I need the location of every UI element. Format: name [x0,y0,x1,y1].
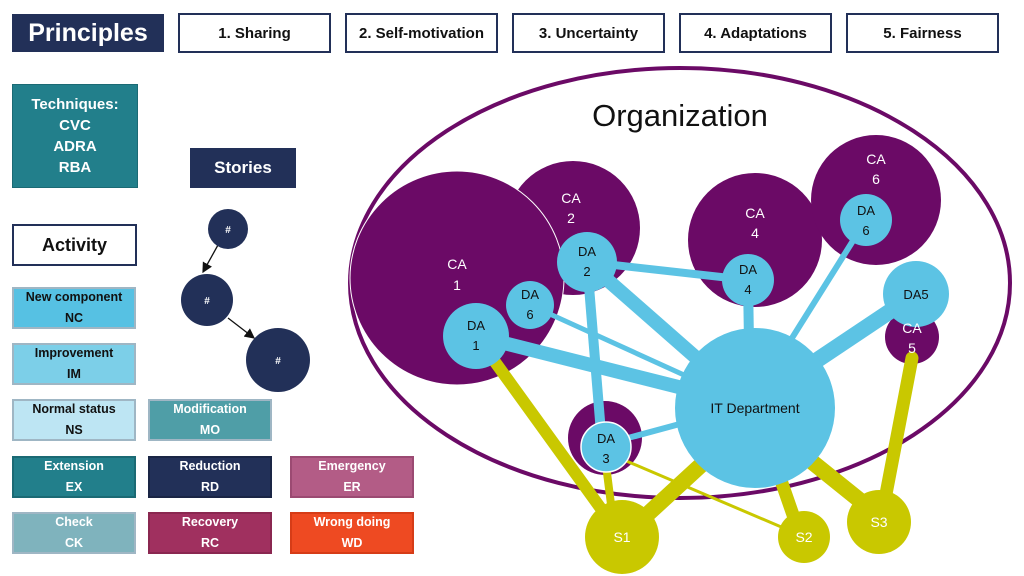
ca-6-label-a: CA [866,151,886,167]
ca-4-label-a: CA [745,205,765,221]
ca-labels: CA 1 CA 2 CA 4 CA 6 CA 5 [447,151,922,356]
ca-1-label-b: 1 [453,277,461,293]
stories-graph: # # # [181,209,310,392]
activity-name: Modification [173,402,247,416]
activity-name: Extension [44,459,104,473]
ca-2-label-b: 2 [567,210,575,226]
story-node[interactable] [181,274,233,326]
link-da1-s1 [484,349,626,541]
da-6b-label-b: 6 [862,223,869,238]
s2-circle[interactable] [778,511,830,563]
activity-code: RC [200,536,220,550]
it-department-circle[interactable] [675,328,835,488]
activity-name: Normal status [32,402,116,416]
activity-code: NS [65,423,83,437]
activity-reduction[interactable]: Reduction RD [148,456,272,498]
da-labels: DA 1 DA 6 DA 2 DA 4 DA 6 DA5 DA 3 [467,203,929,466]
ca-1-label-a: CA [447,256,467,272]
activity-code: NC [64,311,84,325]
it-department-label: IT Department [710,400,799,416]
activity-name: Check [55,515,93,529]
activity-code: RD [200,480,220,494]
story-arrow [202,244,219,274]
link-ca5-s3 [875,351,919,522]
da-4-label-a: DA [739,262,757,277]
da-6b-label-a: DA [857,203,875,218]
activity-name: Reduction [179,459,241,473]
activity-name: Wrong doing [313,515,391,529]
da-6-label-b: 6 [526,307,533,322]
activity-name: Recovery [181,515,239,529]
da-6-circle[interactable] [506,281,554,329]
da-1-label-a: DA [467,318,485,333]
da-5-circle[interactable] [883,261,949,327]
activity-modification[interactable]: Modification MO [148,399,272,441]
technique-rba: RBA [58,159,92,176]
techniques-title: Techniques: [31,96,119,113]
da-6-label-a: DA [521,287,539,302]
activity-check[interactable]: Check CK [12,512,136,554]
da-3-circle[interactable] [580,421,632,473]
da-2-circle[interactable] [557,232,617,292]
activity-emergency[interactable]: Emergency ER [290,456,414,498]
da-4-circle[interactable] [722,254,774,306]
activity-title: Activity [12,224,137,266]
activity-improvement[interactable]: Improvement IM [12,343,136,385]
activity-new-component[interactable]: New component NC [12,287,136,329]
activity-name: Emergency [318,459,386,473]
activity-recovery[interactable]: Recovery RC [148,512,272,554]
story-node[interactable] [208,209,248,249]
activity-normal-status[interactable]: Normal status NS [12,399,136,441]
s2-label: S2 [795,529,812,545]
principle-sharing[interactable]: 1. Sharing [178,13,331,53]
organization-label: Organization [592,98,768,133]
story-node[interactable] [246,328,310,392]
da-1-circle[interactable] [443,303,509,369]
activity-wrong-doing[interactable]: Wrong doing WD [290,512,414,554]
s3-label: S3 [870,514,887,530]
principle-fairness[interactable]: 5. Fairness [846,13,999,53]
techniques-panel: Techniques: CVC ADRA RBA [12,84,138,188]
principles-title: Principles [12,14,164,52]
story-node-label: # [225,225,231,236]
principle-adaptations[interactable]: 4. Adaptations [679,13,832,53]
story-node-label: # [275,356,281,367]
ca-5-label-a: CA [902,320,922,336]
ca-2-label-a: CA [561,190,581,206]
s3-circle[interactable] [847,490,911,554]
da-1-label-b: 1 [472,338,479,353]
story-node-label: # [204,296,210,307]
technique-adra: ADRA [53,138,97,155]
activity-code: CK [64,536,84,550]
s1-circle[interactable] [585,500,659,574]
ca-4-label-b: 4 [751,225,759,241]
activity-code: MO [199,423,221,437]
principle-self-motivation[interactable]: 2. Self-motivation [345,13,498,53]
principle-uncertainty[interactable]: 3. Uncertainty [512,13,665,53]
ca-5-label-b: 5 [908,340,916,356]
da-3-label-a: DA [597,431,615,446]
s1-label: S1 [613,529,630,545]
activity-name: Improvement [34,346,114,360]
activity-code: EX [65,480,83,494]
stakeholder-labels: S1 S2 S3 [613,514,887,545]
da-4-label-b: 4 [744,282,751,297]
technique-cvc: CVC [59,117,91,134]
ca-6-label-b: 6 [872,171,880,187]
activity-code: IM [67,367,81,381]
link-da2-da3 [582,261,607,446]
da-2-label-b: 2 [583,264,590,279]
da-6b-circle[interactable] [840,194,892,246]
activity-name: New component [25,290,123,304]
da-5-label: DA5 [903,287,928,302]
story-arrow [227,317,256,339]
stories-title: Stories [190,148,296,188]
link-da3-s2 [608,452,802,537]
da-3-label-b: 3 [602,451,609,466]
da-2-label-a: DA [578,244,596,259]
activity-code: WD [341,536,363,550]
activity-code: ER [343,480,361,494]
activity-extension[interactable]: Extension EX [12,456,136,498]
